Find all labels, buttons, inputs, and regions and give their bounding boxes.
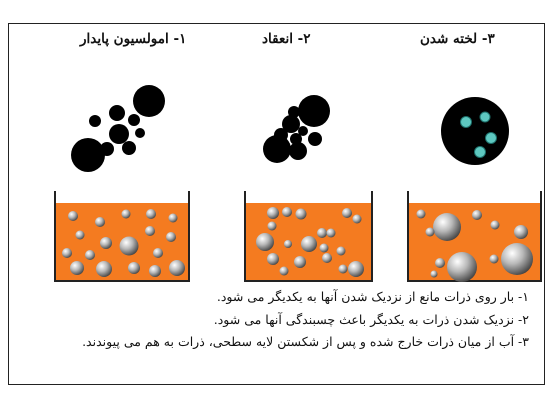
stage-2-label: ۲- انعقاد [262, 31, 311, 47]
beaker-2 [244, 191, 373, 282]
stage-3-label: ۳- لخته شدن [420, 31, 495, 47]
note-2: ۲- نزدیک شدن ذرات به یکدیگر باعث چسبندگی… [213, 311, 529, 327]
stage-2-droplets [263, 95, 330, 163]
note-1: ۱- بار روی ذرات مانع از نزدیک شدن آنها ب… [216, 289, 529, 304]
stage-1-droplets [71, 85, 165, 172]
note-3: ۳- آب از میان ذرات خارج شده و پس از شکست… [82, 334, 529, 349]
stage-1-label: ۱- امولسیون پایدار [80, 31, 187, 47]
explanation-list: ۱- بار روی ذرات مانع از نزدیک شدن آنها ب… [29, 286, 529, 354]
beaker-1 [54, 191, 190, 282]
stage-3-floc [441, 97, 509, 165]
beaker-3 [407, 191, 542, 282]
